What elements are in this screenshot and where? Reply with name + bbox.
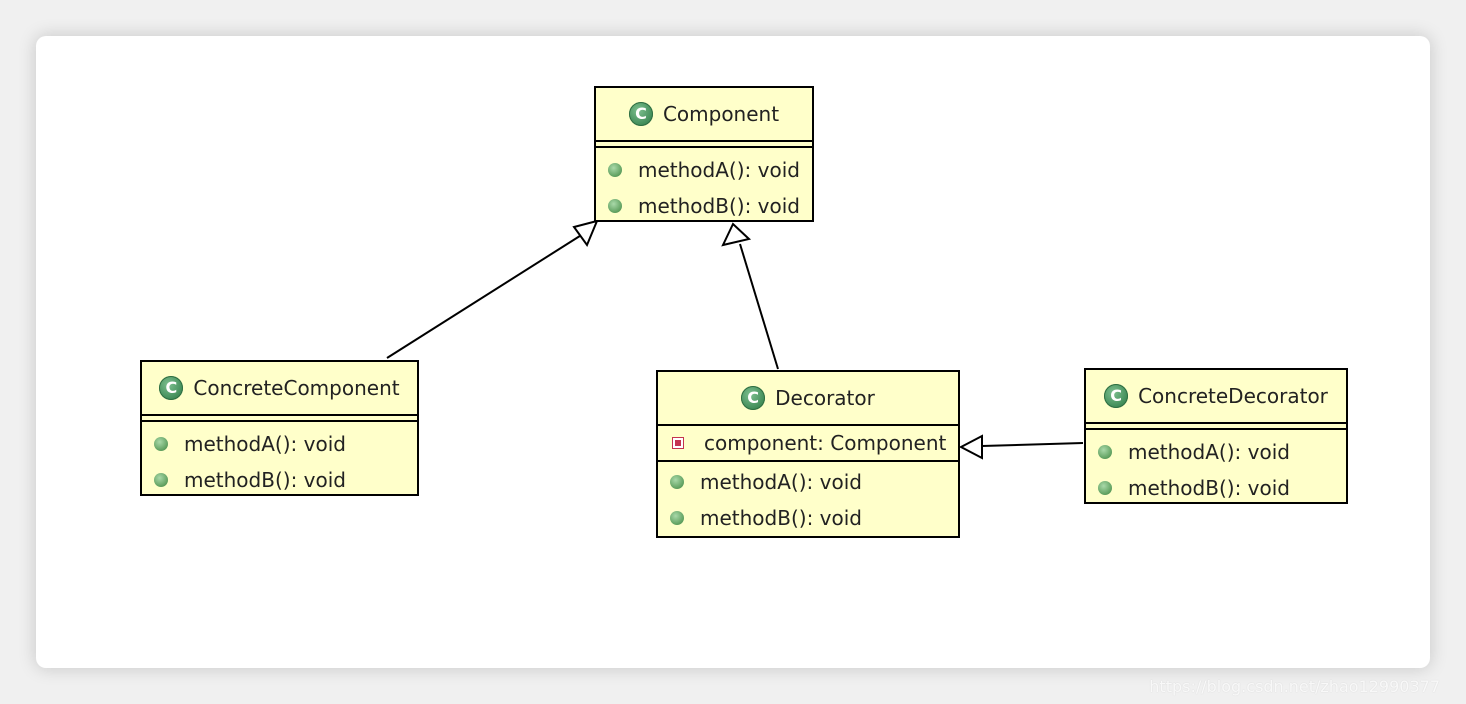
method-signature: methodB(): void [638, 194, 800, 218]
class-header: C Component [596, 88, 812, 140]
field-signature: component: Component [704, 431, 947, 455]
public-method-icon [608, 163, 622, 177]
class-header: C ConcreteComponent [142, 362, 417, 414]
class-name: Component [662, 102, 780, 126]
method-signature: methodA(): void [638, 158, 800, 182]
public-method-icon [608, 199, 622, 213]
divider [1086, 422, 1346, 430]
class-header: C ConcreteDecorator [1086, 370, 1346, 422]
class-icon: C [159, 376, 184, 400]
divider [142, 414, 417, 422]
method-signature: methodB(): void [700, 506, 862, 530]
public-method-icon [670, 475, 684, 489]
class-name: ConcreteComponent [193, 376, 400, 400]
class-header: C Decorator [658, 372, 958, 424]
method-item: methodA(): void [658, 464, 958, 500]
method-signature: methodA(): void [1128, 440, 1290, 464]
method-item: methodB(): void [142, 462, 417, 498]
method-item: methodB(): void [1086, 470, 1346, 506]
method-item: methodA(): void [1086, 434, 1346, 470]
class-icon: C [628, 102, 653, 126]
private-field-icon [672, 437, 684, 449]
method-list: methodA(): void methodB(): void [1086, 430, 1346, 512]
method-list: methodA(): void methodB(): void [658, 462, 958, 542]
method-item: methodB(): void [596, 188, 812, 224]
method-item: methodA(): void [142, 426, 417, 462]
class-decorator[interactable]: C Decorator component: Component methodA… [656, 370, 960, 538]
method-signature: methodA(): void [184, 432, 346, 456]
public-method-icon [670, 511, 684, 525]
class-name: Decorator [775, 386, 875, 410]
class-icon: C [1104, 384, 1129, 408]
class-icon: C [741, 386, 766, 410]
public-method-icon [154, 437, 168, 451]
public-method-icon [1098, 445, 1112, 459]
class-concrete-decorator[interactable]: C ConcreteDecorator methodA(): void meth… [1084, 368, 1348, 504]
method-list: methodA(): void methodB(): void [596, 148, 812, 230]
method-signature: methodA(): void [700, 470, 862, 494]
field-item: component: Component [658, 426, 958, 460]
watermark: https://blog.csdn.net/zhao12990377 [1149, 677, 1440, 696]
divider [658, 460, 958, 462]
public-method-icon [154, 473, 168, 487]
divider [658, 424, 958, 426]
method-list: methodA(): void methodB(): void [142, 422, 417, 504]
class-concrete-component[interactable]: C ConcreteComponent methodA(): void meth… [140, 360, 419, 496]
class-name: ConcreteDecorator [1138, 384, 1328, 408]
method-signature: methodB(): void [184, 468, 346, 492]
divider [596, 140, 812, 148]
class-component[interactable]: C Component methodA(): void methodB(): v… [594, 86, 814, 222]
method-item: methodA(): void [596, 152, 812, 188]
method-signature: methodB(): void [1128, 476, 1290, 500]
method-item: methodB(): void [658, 500, 958, 536]
public-method-icon [1098, 481, 1112, 495]
